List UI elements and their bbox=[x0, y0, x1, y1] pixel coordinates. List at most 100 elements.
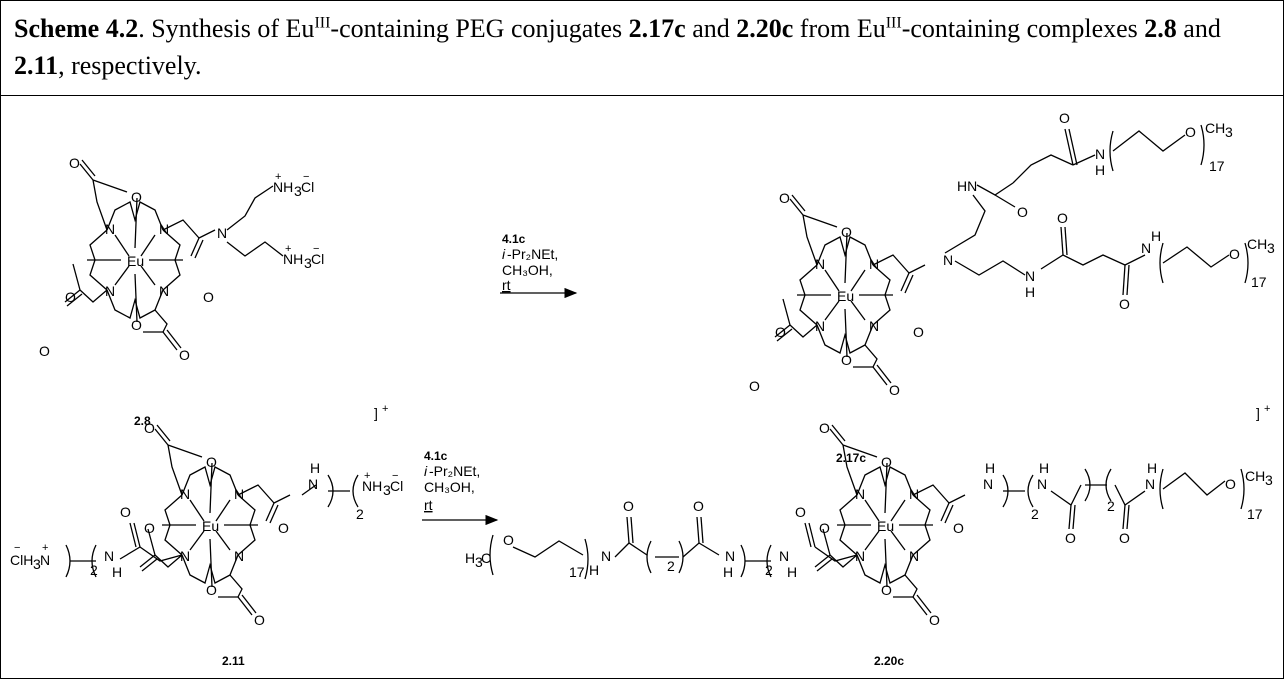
svg-text:−: − bbox=[14, 542, 20, 554]
svg-text:N: N bbox=[779, 548, 789, 564]
svg-text:2: 2 bbox=[765, 562, 773, 578]
svg-text:O: O bbox=[278, 520, 289, 536]
svg-text:N: N bbox=[1095, 146, 1105, 162]
svg-text:O: O bbox=[779, 190, 790, 206]
svg-text:2: 2 bbox=[90, 562, 98, 578]
svg-text:N: N bbox=[943, 252, 953, 268]
svg-text:O: O bbox=[819, 520, 830, 536]
svg-text:N: N bbox=[159, 221, 169, 237]
svg-text:O: O bbox=[69, 155, 80, 171]
svg-text:3: 3 bbox=[304, 255, 312, 271]
svg-text:N: N bbox=[159, 283, 169, 299]
svg-text:N: N bbox=[217, 225, 227, 241]
svg-text:O: O bbox=[203, 289, 214, 305]
svg-text:2: 2 bbox=[1031, 506, 1039, 522]
svg-text:O: O bbox=[1229, 246, 1240, 262]
svg-text:N: N bbox=[234, 548, 244, 564]
caption-scheme-label: Scheme 4.2 bbox=[14, 14, 139, 43]
svg-text:Eu: Eu bbox=[837, 288, 854, 304]
svg-text:H: H bbox=[723, 564, 733, 580]
svg-text:O: O bbox=[1119, 296, 1130, 312]
svg-text:3: 3 bbox=[1265, 472, 1273, 488]
svg-text:CH₃OH,: CH₃OH, bbox=[424, 479, 475, 495]
svg-text:O: O bbox=[929, 612, 940, 628]
svg-text:O: O bbox=[1185, 124, 1196, 140]
svg-text:H: H bbox=[465, 550, 475, 566]
svg-text:O: O bbox=[1119, 530, 1130, 546]
svg-text:−: − bbox=[313, 243, 319, 255]
svg-text:O: O bbox=[131, 317, 142, 333]
svg-text:CH₃OH,: CH₃OH, bbox=[502, 262, 553, 278]
svg-text:HN: HN bbox=[957, 178, 977, 194]
svg-text:N: N bbox=[40, 552, 50, 568]
svg-text:Eu: Eu bbox=[127, 253, 144, 269]
compound-2-11-label: 2.11 bbox=[222, 654, 245, 668]
svg-text:O: O bbox=[206, 454, 217, 470]
svg-text:CH: CH bbox=[1247, 236, 1267, 252]
svg-text:i: i bbox=[424, 463, 428, 479]
svg-text:2: 2 bbox=[667, 558, 675, 574]
svg-text:O: O bbox=[749, 378, 760, 394]
svg-text:O: O bbox=[65, 289, 76, 305]
compound-2-17c-label: 2.17c bbox=[836, 451, 866, 465]
svg-text:O: O bbox=[1225, 476, 1236, 492]
svg-text:H: H bbox=[985, 460, 995, 476]
svg-text:-Pr₂NEt,: -Pr₂NEt, bbox=[507, 246, 558, 262]
svg-text:O: O bbox=[144, 520, 155, 536]
svg-text:O: O bbox=[1057, 210, 1068, 226]
svg-text:H: H bbox=[787, 564, 797, 580]
svg-text:O: O bbox=[144, 420, 155, 436]
compound-2-17c: Eu N N N N O O O O O O O N HN O O NH bbox=[749, 110, 1275, 398]
svg-text:O: O bbox=[120, 504, 131, 520]
svg-text:N: N bbox=[869, 318, 879, 334]
svg-text:H: H bbox=[1095, 162, 1105, 178]
svg-text:17: 17 bbox=[569, 564, 585, 580]
svg-text:N: N bbox=[1141, 240, 1151, 256]
svg-text:N: N bbox=[105, 283, 115, 299]
svg-text:rt: rt bbox=[424, 497, 433, 513]
scheme-caption: Scheme 4.2. Synthesis of EuIII-containin… bbox=[14, 14, 1221, 80]
svg-text:CH: CH bbox=[1245, 468, 1265, 484]
svg-text:C: C bbox=[481, 550, 491, 566]
svg-text:N: N bbox=[1037, 476, 1047, 492]
svg-text:N: N bbox=[983, 476, 993, 492]
svg-text:O: O bbox=[775, 324, 786, 340]
svg-text:O: O bbox=[819, 420, 830, 436]
svg-text:Eu: Eu bbox=[877, 518, 894, 534]
svg-text:N: N bbox=[601, 548, 611, 564]
svg-text:N: N bbox=[815, 256, 825, 272]
svg-text:H: H bbox=[1025, 284, 1035, 300]
svg-text:O: O bbox=[206, 582, 217, 598]
svg-text:N: N bbox=[855, 548, 865, 564]
svg-text:O: O bbox=[623, 498, 634, 514]
svg-text:]: ] bbox=[374, 405, 378, 421]
svg-text:4.1c: 4.1c bbox=[424, 449, 448, 463]
svg-text:O: O bbox=[1065, 530, 1076, 546]
svg-text:O: O bbox=[39, 343, 50, 359]
svg-text:O: O bbox=[841, 352, 852, 368]
svg-text:N: N bbox=[180, 548, 190, 564]
svg-text:+: + bbox=[42, 542, 48, 554]
svg-text:]: ] bbox=[1256, 405, 1260, 421]
svg-text:O: O bbox=[254, 612, 265, 628]
svg-text:3: 3 bbox=[383, 482, 391, 498]
svg-text:3: 3 bbox=[1267, 240, 1275, 256]
svg-text:N: N bbox=[1025, 268, 1035, 284]
svg-text:H: H bbox=[310, 460, 320, 476]
svg-text:Cl: Cl bbox=[301, 179, 314, 195]
svg-text:3: 3 bbox=[475, 554, 483, 570]
svg-text:-Pr₂NEt,: -Pr₂NEt, bbox=[429, 463, 480, 479]
compound-2-20c-label: 2.20c bbox=[874, 654, 904, 668]
svg-text:O: O bbox=[881, 454, 892, 470]
svg-text:4.1c: 4.1c bbox=[502, 232, 526, 246]
svg-text:H: H bbox=[1039, 460, 1049, 476]
svg-text:+: + bbox=[364, 470, 370, 482]
svg-text:N: N bbox=[815, 318, 825, 334]
svg-text:O: O bbox=[889, 382, 900, 398]
compound-2-8-label: 2.8 bbox=[134, 414, 151, 428]
svg-text:NH: NH bbox=[273, 179, 293, 195]
svg-text:Cl: Cl bbox=[311, 251, 324, 267]
